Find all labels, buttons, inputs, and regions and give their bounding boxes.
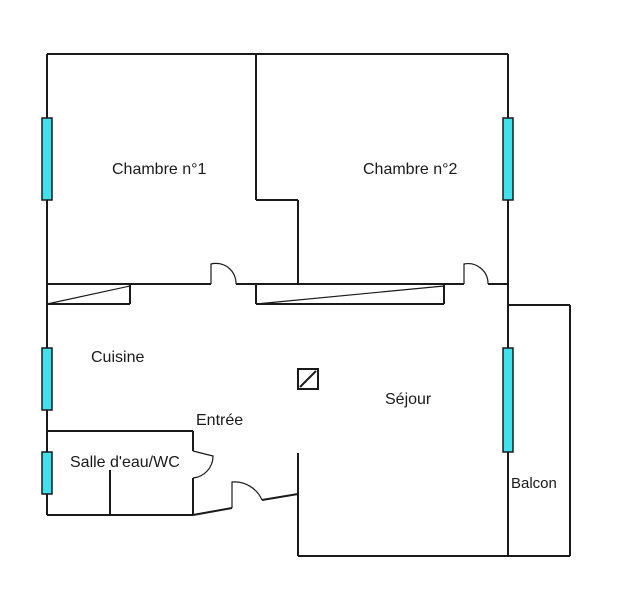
door-chambre1	[210, 262, 237, 285]
doors	[192, 262, 489, 508]
window-cuisine	[41, 347, 53, 411]
window-chambre1	[41, 117, 53, 201]
label-balcon: Balcon	[511, 475, 557, 492]
label-sejour: Séjour	[385, 391, 432, 408]
door-salle-eau	[192, 450, 214, 479]
label-cuisine: Cuisine	[91, 349, 144, 366]
label-chambre1: Chambre n°1	[112, 161, 207, 178]
window-salle-eau	[41, 451, 53, 495]
walls	[46, 53, 571, 557]
windows	[41, 117, 514, 495]
window-chambre2	[502, 117, 514, 201]
window-sejour	[502, 347, 514, 453]
label-chambre2: Chambre n°2	[363, 161, 458, 178]
label-entree: Entrée	[196, 412, 243, 429]
door-entry	[231, 481, 263, 508]
door-chambre2	[463, 263, 489, 285]
label-salle-eau: Salle d'eau/WC	[70, 454, 180, 471]
duct-icon	[297, 368, 319, 390]
